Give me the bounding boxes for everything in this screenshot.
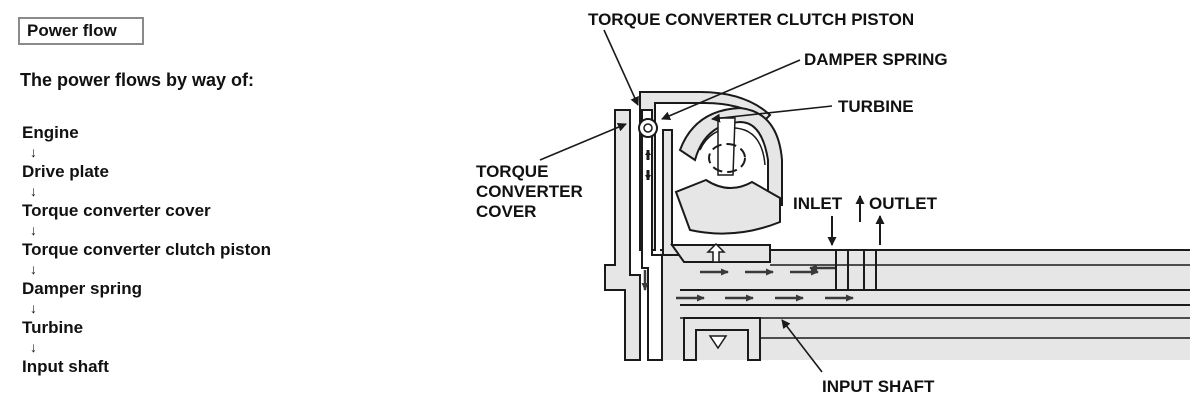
down-arrow-icon: ↓ bbox=[30, 300, 37, 316]
flow-step-engine: Engine bbox=[22, 123, 79, 142]
intro-text: The power flows by way of: bbox=[20, 70, 255, 90]
flow-step-clutch-piston: Torque converter clutch piston bbox=[22, 240, 272, 259]
flow-step-turbine: Turbine bbox=[22, 318, 84, 337]
flow-step-input-shaft: Input shaft bbox=[22, 357, 109, 376]
label-inlet: INLET bbox=[793, 194, 843, 213]
flow-step: Torque converter cover ↓ bbox=[22, 200, 271, 239]
down-arrow-icon: ↓ bbox=[30, 183, 37, 199]
lower-hub bbox=[683, 317, 761, 361]
leader-lines bbox=[539, 29, 833, 373]
flow-step-torque-converter-cover: Torque converter cover bbox=[22, 201, 211, 220]
label-turbine: TURBINE bbox=[838, 97, 914, 116]
label-converter-cover-line3: COVER bbox=[476, 202, 537, 221]
flow-step: Engine ↓ bbox=[22, 122, 271, 161]
label-converter-cover-line2: CONVERTER bbox=[476, 182, 583, 201]
flow-step: Input shaft bbox=[22, 356, 271, 377]
flow-step: Damper spring ↓ bbox=[22, 278, 271, 317]
down-arrow-icon: ↓ bbox=[30, 222, 37, 238]
turbine-part bbox=[670, 106, 783, 263]
label-converter-cover: TORQUE CONVERTER COVER bbox=[476, 162, 616, 222]
down-arrow-icon: ↓ bbox=[30, 261, 37, 277]
label-input-shaft: INPUT SHAFT bbox=[822, 377, 935, 396]
damper-spring-part bbox=[638, 118, 658, 138]
flow-step: Torque converter clutch piston ↓ bbox=[22, 239, 271, 278]
flow-step-damper-spring: Damper spring bbox=[22, 279, 142, 298]
flow-step-drive-plate: Drive plate bbox=[22, 162, 109, 181]
inlet-outlet-ports bbox=[827, 195, 885, 290]
flow-step: Turbine ↓ bbox=[22, 317, 271, 356]
section-title: Power flow bbox=[27, 21, 117, 40]
label-outlet: OUTLET bbox=[869, 194, 937, 213]
section-title-box: Power flow bbox=[18, 17, 144, 45]
power-flow-list: Engine ↓ Drive plate ↓ Torque converter … bbox=[22, 122, 271, 377]
down-arrow-icon: ↓ bbox=[30, 144, 37, 160]
label-converter-cover-line1: TORQUE bbox=[476, 162, 549, 181]
flow-step: Drive plate ↓ bbox=[22, 161, 271, 200]
label-damper-spring: DAMPER SPRING bbox=[804, 50, 948, 69]
shaft-housing bbox=[660, 249, 1190, 360]
down-arrow-icon: ↓ bbox=[30, 339, 37, 355]
fluid-flow-arrows bbox=[641, 264, 854, 302]
label-clutch-piston: TORQUE CONVERTER CLUTCH PISTON bbox=[588, 10, 915, 29]
